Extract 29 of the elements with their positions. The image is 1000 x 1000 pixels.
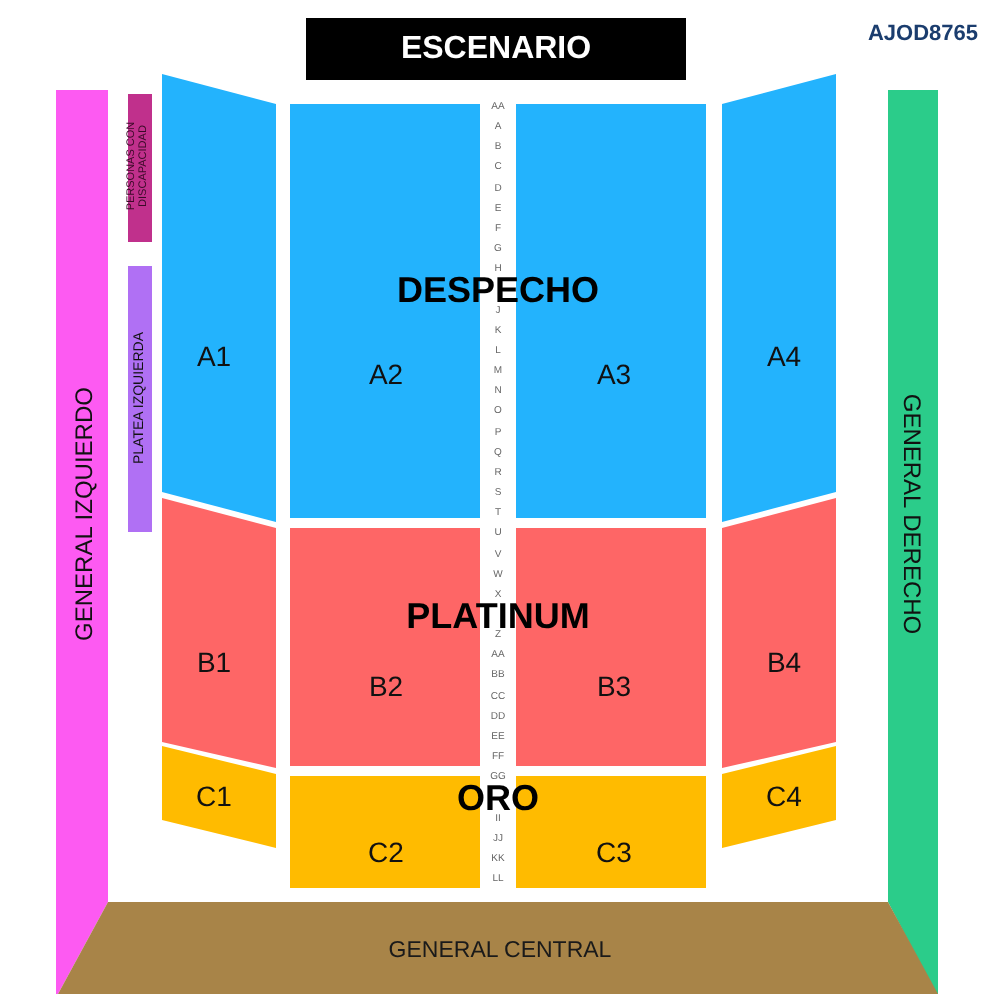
- zone-label: GENERAL CENTRAL: [388, 940, 612, 964]
- seating-section: [722, 498, 836, 768]
- accessible-seating-area: [128, 94, 152, 242]
- stage-label: ESCENARIO: [400, 34, 592, 66]
- section-label: C1: [196, 782, 232, 810]
- section-label: C4: [766, 782, 802, 810]
- seating-section: [162, 498, 276, 768]
- seating-section: [722, 74, 836, 522]
- general-standing-area: [888, 90, 938, 994]
- section-label: B1: [196, 648, 232, 676]
- section-label: A4: [766, 342, 802, 370]
- seating-section: [722, 746, 836, 848]
- section-label: A3: [596, 360, 632, 388]
- section-label: C3: [596, 838, 632, 866]
- section-label: B4: [766, 648, 802, 676]
- stage-area: [306, 18, 686, 80]
- section-label: A2: [368, 360, 404, 388]
- zone-label: GENERAL DERECHO: [900, 393, 924, 635]
- section-label: B2: [368, 672, 404, 700]
- general-standing-area: [56, 90, 108, 994]
- platea-seating-area: [128, 266, 152, 532]
- seating-section: [162, 746, 276, 848]
- general-standing-area: [58, 902, 938, 994]
- section-label: B3: [596, 672, 632, 700]
- section-label: C2: [368, 838, 404, 866]
- zone-label: GENERAL IZQUIERDO: [72, 387, 96, 641]
- section-label: A1: [196, 342, 232, 370]
- event-code-label: AJOD8765: [867, 24, 978, 46]
- seating-section: [162, 74, 276, 522]
